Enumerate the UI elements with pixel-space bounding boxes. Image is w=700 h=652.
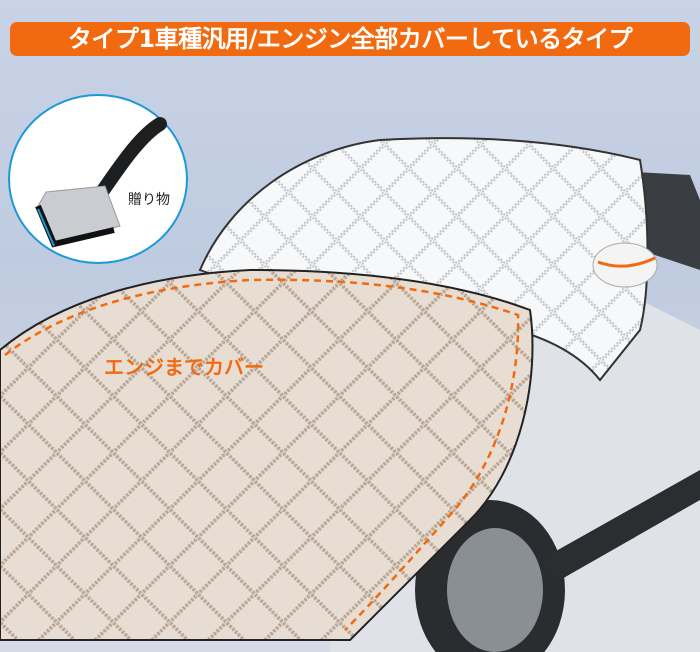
- gift-label: 贈り物: [128, 192, 170, 208]
- gift-circle: 贈り物: [8, 94, 188, 264]
- ice-scraper-icon: [35, 117, 167, 248]
- side-step: [540, 470, 700, 580]
- engine-cover: [0, 268, 534, 641]
- engine-cover-outline: [4, 278, 520, 631]
- headline-banner: タイプ1車種汎用/エンジン全部カバーしているタイプ: [10, 22, 690, 56]
- engine-cover-callout: エンジまでカバー: [104, 355, 264, 379]
